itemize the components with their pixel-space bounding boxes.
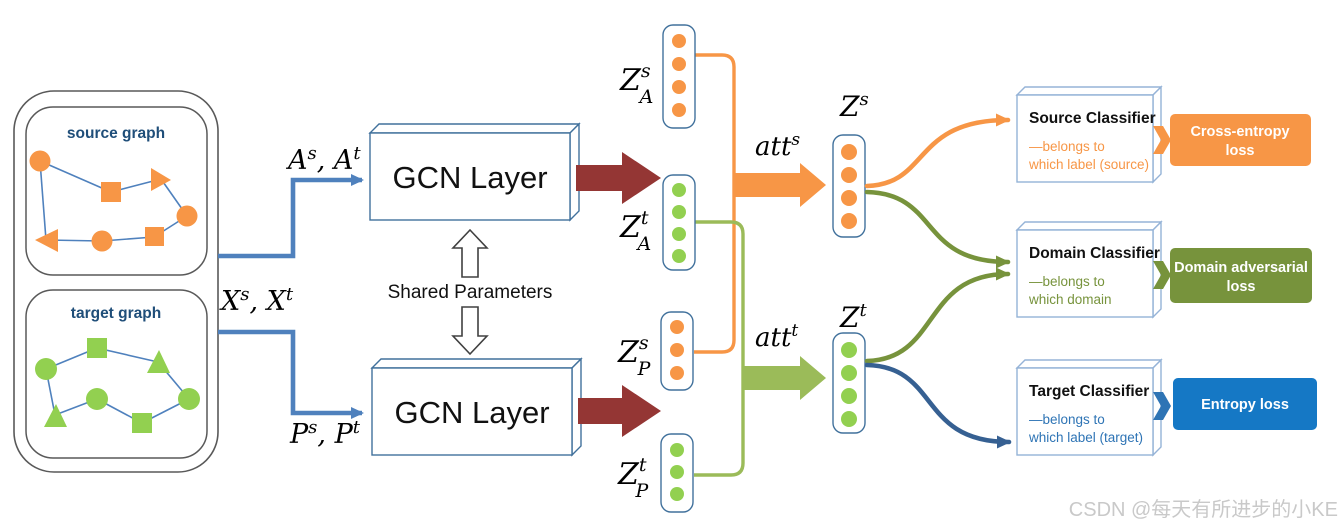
source-node-circle — [91, 230, 113, 252]
capsule-ZA-s — [662, 24, 696, 129]
domain-adversarial-loss-box: Domain adversarial loss — [1170, 248, 1312, 303]
target-node-square — [132, 413, 152, 433]
shared-arrow-up-icon — [451, 228, 489, 278]
target-node-square — [87, 338, 107, 358]
domain-adversarial-loss-line2: loss — [1226, 279, 1255, 295]
chevron-domain-loss-icon — [1153, 261, 1171, 289]
capsule-ZP-s — [660, 311, 694, 391]
target-graph-title: target graph — [71, 305, 161, 322]
curve-Zt-to-target-classifier — [864, 362, 1012, 449]
shared-arrow-down-icon — [451, 306, 489, 356]
chevron-target-loss-icon — [1153, 392, 1171, 420]
label-att-t: attt — [755, 321, 798, 353]
watermark-text: CSDN @每天有所进步的小KE — [1069, 498, 1338, 521]
label-Xs-Xt: Xs, Xt — [219, 284, 294, 317]
target-graph-panel: target graph — [25, 289, 208, 459]
label-Z-t: Zt — [839, 300, 867, 334]
capsule-ZP-t — [660, 433, 694, 513]
shared-parameters-label: Shared Parameters — [388, 282, 553, 303]
domain-classifier-desc1: —belongs to — [1029, 274, 1105, 289]
source-graph-panel: source graph — [25, 106, 208, 276]
source-classifier-desc1: —belongs to — [1029, 139, 1105, 154]
source-node-triangle-left — [35, 229, 58, 252]
source-graph-title: source graph — [67, 125, 165, 142]
target-classifier-title: Target Classifier — [1029, 383, 1149, 400]
target-node-circle — [178, 388, 200, 410]
gcn-bottom-output-arrow — [578, 385, 661, 437]
target-classifier-box: Target Classifier —belongs to which labe… — [1015, 358, 1163, 457]
fused-embedding-Zt — [832, 332, 866, 434]
gcn-bottom-box: GCN Layer — [370, 357, 583, 457]
source-graph-nodes — [29, 150, 198, 252]
connector-to-top-gcn — [218, 174, 364, 259]
domain-classifier-box: Domain Classifier —belongs to which doma… — [1015, 220, 1163, 319]
curve-Zs-to-source-classifier — [864, 113, 1011, 189]
domain-adversarial-loss-line1: Domain adversarial — [1174, 260, 1308, 276]
target-node-triangle-up — [44, 404, 67, 427]
capsule-ZA-t — [662, 174, 696, 271]
gcn-bottom-label: GCN Layer — [394, 395, 549, 430]
gcn-top-box: GCN Layer — [368, 122, 581, 222]
entropy-loss-line1: Entropy loss — [1201, 397, 1289, 413]
cross-entropy-loss-line1: Cross-entropy — [1190, 124, 1289, 140]
target-node-circle — [86, 388, 108, 410]
curve-Zt-to-domain-classifier — [864, 267, 1011, 364]
gcn-top-output-arrow — [576, 152, 661, 204]
classifier-curves — [864, 113, 1012, 449]
source-classifier-title: Source Classifier — [1029, 110, 1156, 127]
label-As-At: As, At — [285, 143, 361, 176]
source-classifier-desc2: which label (source) — [1028, 157, 1149, 172]
gcn-top-label: GCN Layer — [392, 160, 547, 195]
target-node-triangle-up — [147, 350, 170, 373]
chevron-source-loss-icon — [1153, 126, 1171, 154]
entropy-loss-box: Entropy loss — [1173, 378, 1317, 430]
target-node-circle — [35, 358, 57, 380]
target-graph-box — [25, 289, 208, 459]
connector-to-bottom-gcn — [218, 329, 364, 419]
shared-parameters: Shared Parameters — [388, 228, 553, 356]
label-Z-s: Zs — [839, 89, 869, 123]
source-node-square — [145, 227, 164, 246]
source-node-circle — [29, 150, 51, 172]
attention-source-arrow — [735, 163, 826, 207]
route-target-attention — [694, 220, 745, 477]
fused-embedding-Zs — [832, 134, 866, 238]
target-classifier-desc2: which label (target) — [1028, 430, 1143, 445]
attention-target-arrow — [743, 356, 826, 400]
source-classifier-box: Source Classifier —belongs to which labe… — [1015, 85, 1163, 184]
source-node-triangle-right — [151, 168, 171, 191]
route-source-attention — [694, 53, 736, 354]
label-att-s: atts — [755, 130, 800, 162]
curve-Zs-to-domain-classifier — [864, 189, 1011, 269]
domain-classifier-desc2: which domain — [1028, 292, 1112, 307]
label-Ps-Pt: Ps, Pt — [289, 417, 361, 450]
cross-entropy-loss-box: Cross-entropy loss — [1170, 114, 1311, 166]
source-node-square — [101, 182, 121, 202]
target-classifier-desc1: —belongs to — [1029, 412, 1105, 427]
source-node-circle — [176, 205, 198, 227]
domain-classifier-title: Domain Classifier — [1029, 245, 1160, 262]
input-graphs-container: source graph targ — [13, 90, 219, 473]
input-connectors: As, At Xs, Xt Ps, Pt — [218, 143, 364, 450]
target-graph-nodes — [35, 338, 200, 433]
cross-entropy-loss-line2: loss — [1225, 143, 1254, 159]
